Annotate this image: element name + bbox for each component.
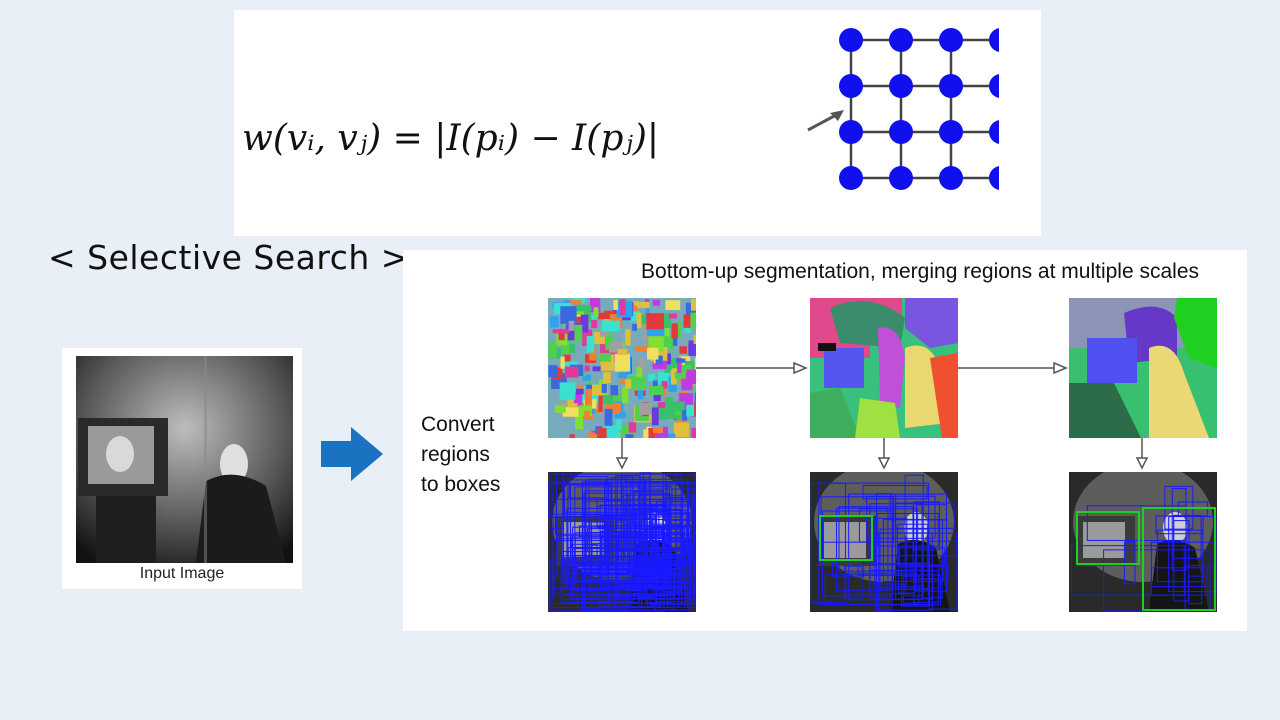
graph-node	[939, 120, 963, 144]
graph-node	[989, 120, 999, 144]
convert-label-line: regions	[421, 443, 490, 466]
selective-search-panel: Bottom-up segmentation, merging regions …	[403, 250, 1247, 631]
graph-node	[839, 166, 863, 190]
segmentation-coarse	[1069, 298, 1217, 438]
boxes-medium	[810, 472, 958, 612]
stage-arrow-icon	[696, 361, 808, 375]
boxes-coarse	[1069, 472, 1217, 612]
graph-node	[989, 166, 999, 190]
input-photo	[76, 356, 293, 563]
section-title: < Selective Search >	[48, 238, 409, 277]
pixel-grid-graph	[839, 28, 999, 190]
down-arrow-icon	[877, 438, 891, 470]
convert-label-line: to boxes	[421, 473, 501, 496]
formula-panel: w(vᵢ, vⱼ) = |I(pᵢ) − I(pⱼ)|	[234, 10, 1041, 236]
right-arrow-icon	[321, 427, 383, 481]
segmentation-fine	[548, 298, 696, 438]
segmentation-medium	[810, 298, 958, 438]
convert-label-line: Convert	[421, 413, 495, 436]
stage-arrow-icon	[958, 361, 1068, 375]
convert-regions-label: Convert regions to boxes	[421, 410, 500, 500]
graph-node	[889, 120, 913, 144]
boxes-fine	[548, 472, 696, 612]
selective-search-heading: Bottom-up segmentation, merging regions …	[641, 260, 1199, 283]
input-image-card: Input Image	[62, 348, 302, 589]
graph-node	[989, 28, 999, 52]
down-arrow-icon	[615, 438, 629, 470]
graph-node	[889, 28, 913, 52]
graph-node	[939, 28, 963, 52]
graph-node	[989, 74, 999, 98]
input-image-caption: Input Image	[139, 565, 225, 582]
graph-node	[839, 120, 863, 144]
graph-node	[839, 74, 863, 98]
graph-node	[939, 166, 963, 190]
graph-node	[839, 28, 863, 52]
graph-node	[889, 166, 913, 190]
graph-node	[939, 74, 963, 98]
down-arrow-icon	[1135, 438, 1149, 470]
pointer-arrow-icon	[807, 110, 844, 132]
graph-node	[889, 74, 913, 98]
edge-weight-formula: w(vᵢ, vⱼ) = |I(pᵢ) − I(pⱼ)|	[242, 118, 660, 159]
